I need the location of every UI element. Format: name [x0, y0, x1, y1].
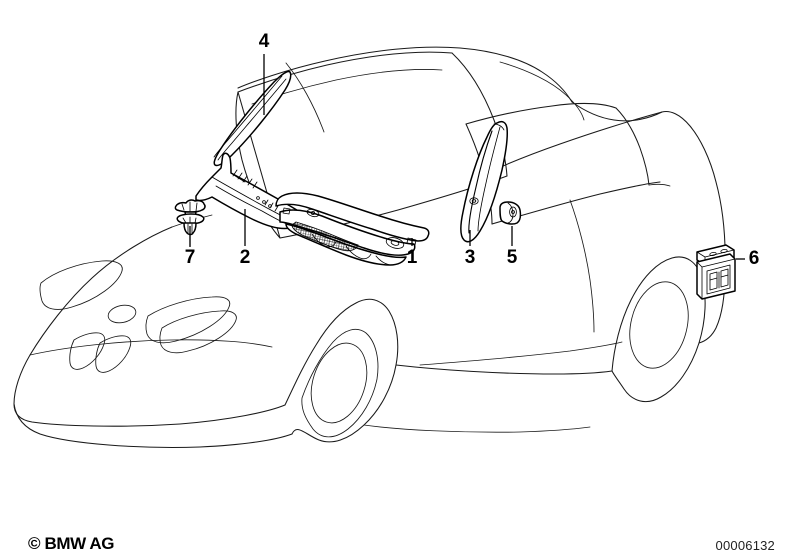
callout-7: 7: [185, 247, 196, 268]
callout-4: 4: [259, 31, 270, 52]
car-body-outline: [13, 46, 726, 448]
leader-lines: [189, 54, 745, 260]
part-cowl-panel-cover: [275, 192, 430, 266]
callout-3: 3: [465, 247, 476, 268]
part-cover-cap: [499, 201, 522, 225]
callout-1: 1: [407, 247, 418, 268]
part-a-pillar-trim-strip: [213, 70, 292, 167]
part-b-pillar-trim-cover: [460, 120, 508, 243]
diagram-part-number: 00006132: [715, 538, 775, 553]
callout-5: 5: [507, 247, 518, 268]
part-mounting-bracket: [696, 244, 736, 300]
callout-numbers: 1 2 3 4 5 6 7: [185, 31, 760, 269]
callout-2: 2: [240, 247, 251, 268]
copyright-notice: © BMW AG: [28, 534, 115, 553]
callout-6: 6: [749, 248, 760, 269]
